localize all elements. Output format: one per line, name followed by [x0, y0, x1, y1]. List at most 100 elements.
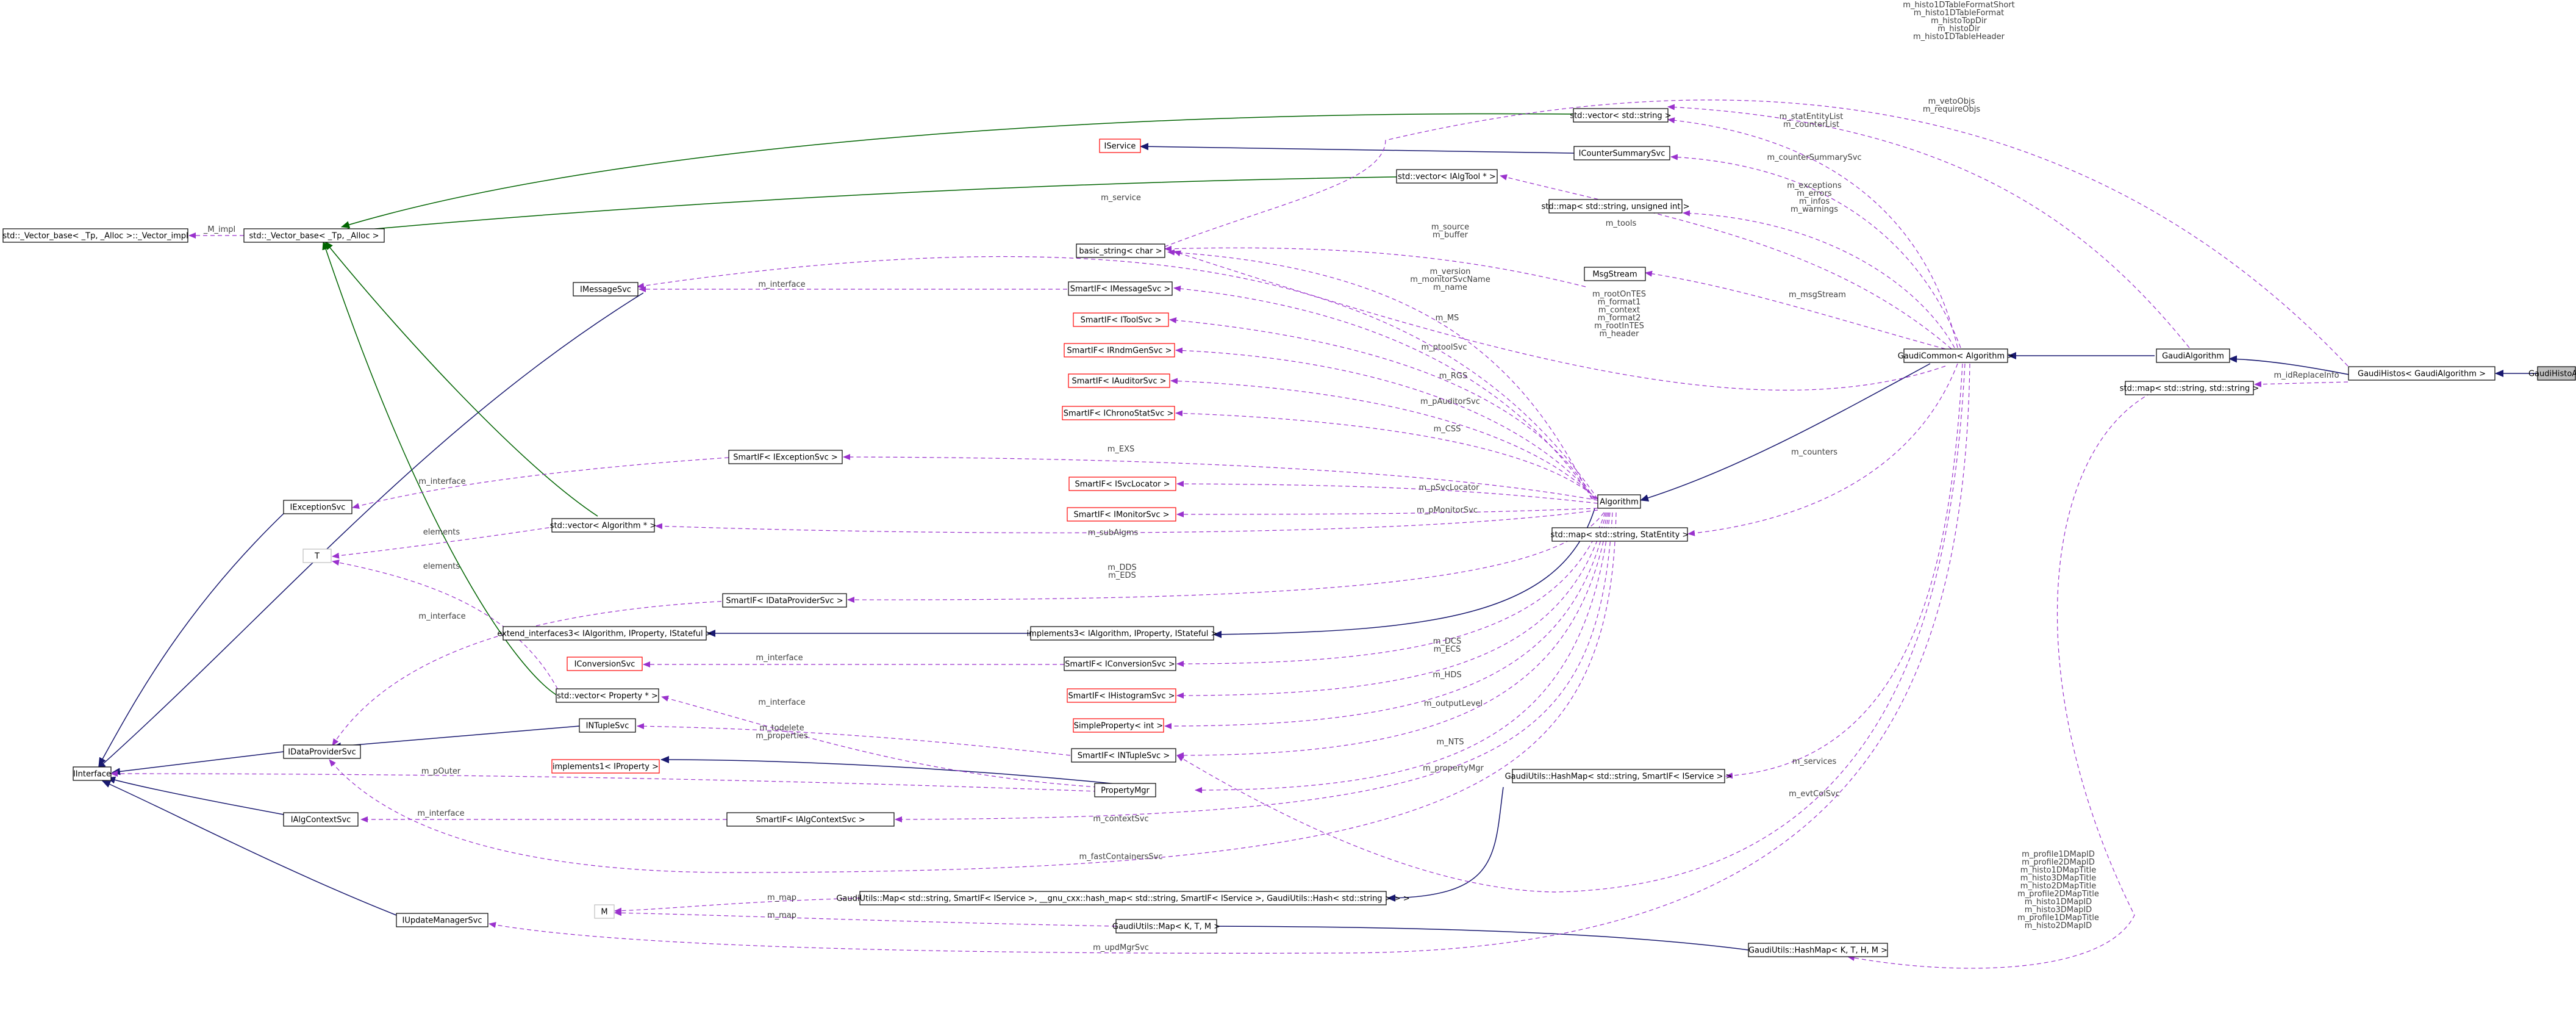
node-gaudicommon[interactable]: GaudiCommon< Algorithm >	[1898, 348, 2014, 363]
edge-t-elements-2	[332, 559, 562, 696]
node-map-str-uint[interactable]: std::map< std::string, unsigned int >	[1542, 199, 1690, 214]
edge-label-impl: _M_impl	[203, 225, 235, 234]
node-label: GaudiCommon< Algorithm >	[1898, 352, 2014, 361]
node-box	[1115, 919, 1217, 934]
edge-m-map-2	[614, 910, 1117, 927]
node-smartif-ichronostatsvc[interactable]: SmartIF< IChronoStatSvc >	[1062, 406, 1175, 420]
node-gaudihistoalg[interactable]: GaudiHistoAlg	[2528, 366, 2576, 381]
node-box	[1062, 406, 1175, 420]
node-map-str-statentity[interactable]: std::map< std::string, StatEntity >	[1551, 527, 1689, 542]
edge-label-map: m_map	[767, 911, 796, 920]
node-hashmap-svc[interactable]: GaudiUtils::HashMap< std::string, SmartI…	[1505, 769, 1733, 783]
node-vector-property[interactable]: std::vector< Property * >	[556, 688, 659, 703]
node-label: GaudiUtils::HashMap< std::string, SmartI…	[1505, 772, 1733, 782]
node-smartif-itoolsvc[interactable]: SmartIF< IToolSvc >	[1073, 312, 1169, 327]
node-algorithm[interactable]: Algorithm	[1597, 494, 1641, 509]
node-box	[1068, 281, 1173, 296]
node-map-str-str[interactable]: std::map< std::string, std::string >	[2120, 381, 2259, 395]
edge-label-line: m_context	[1598, 306, 1640, 315]
node-smartif-imessagesvc[interactable]: SmartIF< IMessageSvc >	[1068, 281, 1173, 296]
node-vector-base-impl[interactable]: std::_Vector_base< _Tp, _Alloc >::_Vecto…	[2, 228, 188, 243]
node-idataprovidersvc[interactable]: IDataProviderSvc	[283, 744, 361, 759]
node-box	[283, 500, 352, 514]
edge-label-line: m_errors	[1797, 189, 1832, 198]
edge-label-line: m_interface	[756, 653, 803, 663]
edge-label-ms: m_MS	[1436, 314, 1459, 323]
node-label: std::map< std::string, unsigned int >	[1542, 203, 1690, 212]
node-implements3[interactable]: implements3< IAlgorithm, IProperty, ISta…	[1027, 626, 1218, 641]
edge-label-line: m_propertyMgr	[1423, 764, 1484, 773]
node-box	[1548, 199, 1683, 214]
edge-implements3-to-algorithm	[1213, 508, 1595, 638]
node-label: IUpdateManagerSvc	[402, 916, 482, 926]
node-smartif-iauditorsvc[interactable]: SmartIF< IAuditorSvc >	[1068, 373, 1170, 388]
edge-vector-string-histo-names	[1158, 99, 2349, 367]
node-label: std::_Vector_base< _Tp, _Alloc >	[249, 232, 379, 241]
node-gaudihistos[interactable]: GaudiHistos< GaudiAlgorithm >	[2348, 366, 2496, 381]
node-interface[interactable]: IInterface	[73, 766, 112, 781]
node-implements1[interactable]: implements1< IProperty >	[551, 759, 660, 774]
edge-smartif-iconversionsvc	[1176, 512, 1606, 667]
node-smartif-imonitorsvc[interactable]: SmartIF< IMonitorSvc >	[1067, 507, 1176, 522]
node-utils-map-long[interactable]: GaudiUtils::Map< std::string, SmartIF< I…	[836, 891, 1410, 905]
node-box	[2348, 366, 2496, 381]
edge-label-line: m_subAlgms	[1088, 528, 1139, 538]
edge-intuplesvc-interface	[637, 723, 1071, 756]
node-box	[73, 766, 112, 781]
edge-smartif-isvclocator	[1176, 481, 1598, 504]
node-box	[1597, 494, 1641, 509]
edge-smartif-iauditorsvc	[1170, 378, 1597, 500]
edge-label-line: elements	[423, 528, 460, 537]
node-label: GaudiHistos< GaudiAlgorithm >	[2358, 370, 2486, 379]
node-iupdatemanagersvc[interactable]: IUpdateManagerSvc	[396, 913, 488, 927]
node-propertymgr[interactable]: PropertyMgr	[1094, 783, 1156, 797]
edge-label-service: m_service	[1101, 193, 1141, 203]
node-vector-base[interactable]: std::_Vector_base< _Tp, _Alloc >	[243, 228, 385, 243]
node-iservice[interactable]: IService	[1099, 139, 1141, 153]
edge-imessagesvc-to-interface	[97, 292, 644, 769]
node-smartif-ialgcontextsvc[interactable]: SmartIF< IAlgContextSvc >	[726, 812, 895, 827]
edge-label-interface: m_interface	[758, 698, 805, 707]
node-icountersummarysvc[interactable]: ICounterSummarySvc	[1573, 146, 1670, 160]
node-M[interactable]: M	[594, 904, 615, 919]
node-simpleproperty-int[interactable]: SimpleProperty< int >	[1073, 718, 1164, 733]
node-box	[2537, 366, 2576, 381]
node-utils-hashmap-kthm[interactable]: GaudiUtils::HashMap< K, T, H, M >	[1748, 943, 1888, 957]
node-box	[722, 593, 847, 608]
node-T[interactable]: T	[302, 549, 332, 563]
node-vector-string[interactable]: std::vector< std::string >	[1570, 108, 1672, 123]
edge-t-elements-1	[332, 526, 557, 559]
node-vector-ialgtool[interactable]: std::vector< IAlgTool * >	[1396, 169, 1498, 184]
node-utils-map-ktm[interactable]: GaudiUtils::Map< K, T, M >	[1112, 919, 1220, 934]
edge-label-line: m_pMonitorSvc	[1417, 506, 1478, 515]
edge-label-interface: m_interface	[756, 653, 803, 663]
node-ialgcontextsvc[interactable]: IAlgContextSvc	[283, 812, 359, 827]
node-basic-string[interactable]: basic_string< char >	[1076, 243, 1165, 258]
node-label: SmartIF< IAlgContextSvc >	[756, 816, 865, 825]
node-imessagesvc[interactable]: IMessageSvc	[573, 282, 639, 297]
edge-basic-string-version	[1167, 249, 1592, 500]
node-iexceptionsvc[interactable]: IExceptionSvc	[283, 500, 352, 514]
edge-idataprovider-interface	[332, 600, 729, 746]
node-iconversionsvc[interactable]: IConversionSvc	[567, 657, 643, 671]
node-smartif-intuplesvc[interactable]: SmartIF< INTupleSvc >	[1071, 748, 1176, 763]
node-extend-interfaces3[interactable]: extend_interfaces3< IAlgorithm, IPropert…	[497, 626, 712, 641]
node-label: GaudiAlgorithm	[2162, 352, 2224, 361]
node-label: SmartIF< IConversionSvc >	[1065, 660, 1175, 669]
node-vector-algorithm[interactable]: std::vector< Algorithm * >	[550, 518, 656, 533]
node-smartif-idataprovidersvc[interactable]: SmartIF< IDataProviderSvc >	[722, 593, 847, 608]
node-smartif-iexceptionsvc[interactable]: SmartIF< IExceptionSvc >	[728, 450, 843, 464]
edge-basic-string-source	[1164, 245, 1586, 287]
node-label: SmartIF< IExceptionSvc >	[733, 453, 838, 462]
edge-label-line: m_histo1DMapTitle	[2020, 866, 2096, 875]
node-smartif-ihistogramsvc[interactable]: SmartIF< IHistogramSvc >	[1067, 688, 1176, 703]
node-label: IExceptionSvc	[290, 503, 346, 513]
edge-interface-pouter	[110, 771, 1098, 792]
node-msgstream[interactable]: MsgStream	[1584, 267, 1646, 281]
node-smartif-iconversionsvc[interactable]: SmartIF< IConversionSvc >	[1064, 657, 1176, 671]
node-smartif-isvclocator[interactable]: SmartIF< ISvcLocator >	[1068, 477, 1176, 491]
node-smartif-irndmgensvc[interactable]: SmartIF< IRndmGenSvc >	[1064, 343, 1175, 358]
node-gaudialgorithm[interactable]: GaudiAlgorithm	[2156, 348, 2230, 363]
node-intuplesvc[interactable]: INTupleSvc	[579, 718, 636, 733]
